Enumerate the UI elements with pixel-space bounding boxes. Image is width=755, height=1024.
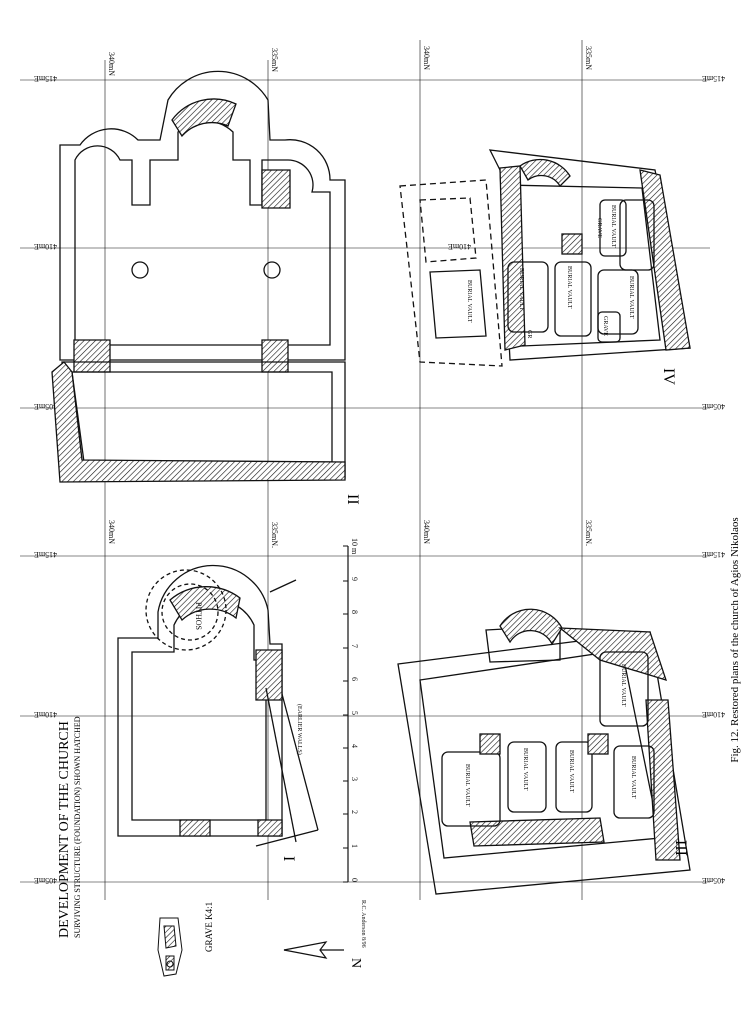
phase-i-numeral: I (280, 856, 297, 861)
grid-label-340n-upper: 340mN (107, 52, 116, 76)
scale-bar: 0 1 2 3 4 5 6 7 8 9 10 m R.C. Anderson 8… (343, 538, 366, 948)
iv-label-gr: GR (526, 330, 532, 338)
iv-label-burial-vault-1: BURIAL VAULT (466, 280, 472, 323)
scale-tick-6: 6 (350, 677, 359, 681)
grid-label-410e-b: 410mE (448, 242, 471, 251)
grid-label-340n-lower: 340mN (107, 520, 116, 544)
title-block: DEVELOPMENT OF THE CHURCH SURVIVING STRU… (57, 716, 82, 938)
grid-labels: 340mN 335mN 340mN 335mN 340mN 335mN. 340… (34, 46, 725, 885)
grid-label-405e-b: 405mE (702, 402, 725, 411)
grave-label: GRAVE K4:1 (204, 902, 214, 952)
iii-label-burial-vault-4: BURIAL VAULT (620, 664, 626, 707)
plan-phase-i (117, 564, 319, 847)
iv-label-grave-2: GRAVE (602, 316, 608, 336)
grid-label-335n-lower: 335mN. (270, 522, 279, 548)
scale-tick-8: 8 (350, 610, 359, 614)
plate-title: DEVELOPMENT OF THE CHURCH (57, 721, 72, 938)
scale-tick-10: 10 m (350, 538, 359, 555)
iii-label-burial-vault-5: BURIAL VAULT (630, 756, 636, 799)
grid-label-405e-c: 405mE (34, 876, 57, 885)
grid-label-415e-b: 415mE (702, 74, 725, 83)
scale-tick-9: 9 (350, 577, 359, 581)
scale-tick-7: 7 (350, 644, 359, 648)
phase-iii-numeral: III (672, 840, 689, 856)
plate-subtitle: SURVIVING STRUCTURE (FOUNDATION) SHOWN H… (73, 716, 82, 938)
grid-label-335n-lower-right: 335mN. (584, 520, 593, 546)
iv-label-burial-vault-3: BURIAL VAULT (566, 266, 572, 309)
phase-ii-numeral: II (344, 494, 361, 505)
grid-label-415e-d: 415mE (702, 550, 725, 559)
credit-text: R.C. Anderson 8/96 (360, 900, 366, 948)
grid-label-410e-c: 410mE (34, 710, 57, 719)
phase-i-labels: PITHOS (EARLIER WALLS) (194, 602, 303, 755)
coordinate-grid (20, 40, 710, 900)
grid-label-340n-lower-right: 340mN (422, 520, 431, 544)
iii-label-burial-vault-2: BURIAL VAULT (522, 748, 528, 791)
iv-label-grave-1: GRAVE (596, 218, 602, 238)
grid-label-405e-a: 405mE (34, 402, 57, 411)
scale-tick-0: 0 (350, 878, 359, 882)
iii-label-burial-vault-1: BURIAL VAULT (464, 764, 470, 807)
label-earlier-walls: (EARLIER WALLS) (296, 704, 303, 755)
north-label: N (348, 958, 363, 968)
grid-label-415e-a: 415mE (34, 74, 57, 83)
grave-k4-1-sketch (157, 917, 183, 977)
figure-caption: Fig. 12. Restored plans of the church of… (729, 517, 741, 762)
scale-tick-2: 2 (350, 810, 359, 814)
grid-label-340n-right: 340mN (422, 46, 431, 70)
scale-tick-1: 1 (350, 844, 359, 848)
grid-label-415e-c: 415mE (34, 550, 57, 559)
phase-iii-labels: BURIAL VAULT BURIAL VAULT BURIAL VAULT B… (464, 664, 636, 807)
plan-phase-ii (51, 70, 346, 483)
grid-label-410e-a: 410mE (34, 242, 57, 251)
grid-label-405e-d: 405mE (702, 876, 725, 885)
phase-iv-labels: BURIAL VAULT BURIAL VAULT BURIAL VAULT B… (466, 205, 634, 338)
scale-tick-3: 3 (350, 777, 359, 781)
iv-label-burial-vault-4: BURIAL VAULT (610, 205, 616, 248)
iv-label-burial-vault-2: BURIAL VAULT (518, 268, 524, 311)
grid-label-335n-upper: 335mN (270, 48, 279, 72)
grid-label-335n-right: 335mN (584, 46, 593, 70)
north-arrow-icon (283, 941, 344, 959)
scale-tick-4: 4 (350, 744, 359, 748)
phase-iv-numeral: IV (660, 368, 677, 385)
plan-phase-iii (397, 608, 691, 895)
iii-label-burial-vault-3: BURIAL VAULT (568, 750, 574, 793)
scale-tick-5: 5 (350, 711, 359, 715)
label-pithos: PITHOS (194, 602, 203, 630)
grid-label-410e-d: 410mE (702, 710, 725, 719)
plan-phase-iv (399, 149, 691, 367)
iv-label-burial-vault-5: BURIAL VAULT (628, 276, 634, 319)
